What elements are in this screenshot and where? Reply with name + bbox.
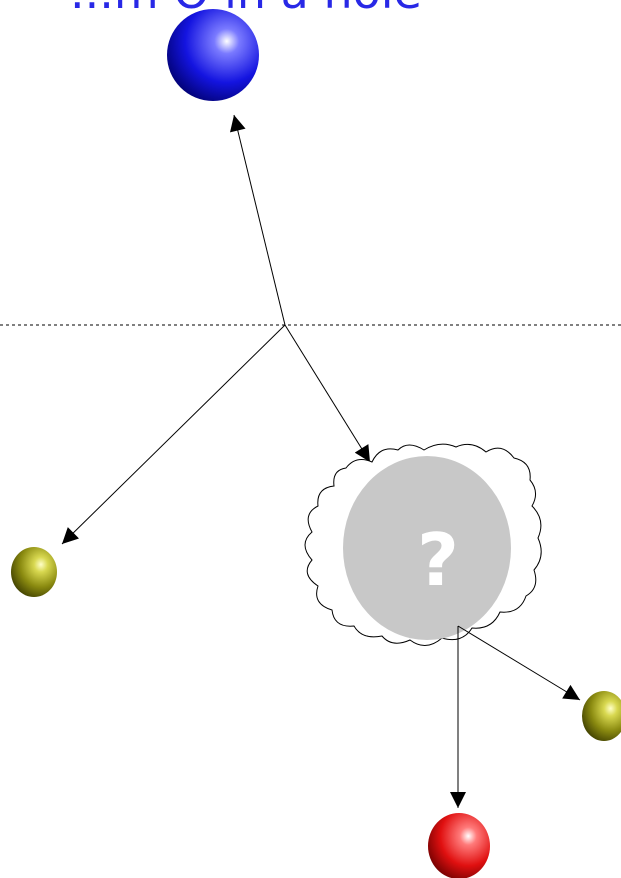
cloud-blob: ?	[304, 443, 542, 646]
olive-sphere-left	[11, 547, 57, 597]
question-mark: ?	[417, 518, 459, 602]
red-sphere	[428, 813, 490, 878]
title-fragment: ...m O in a hole	[70, 0, 422, 19]
arrow-to-blue-sphere	[230, 114, 286, 326]
arrow-to-left-olive-sphere	[61, 324, 286, 545]
blue-sphere	[167, 9, 259, 101]
arrow-to-blob	[284, 324, 371, 463]
blob-core	[343, 456, 511, 640]
olive-sphere-right	[582, 691, 621, 741]
arrow-to-right-olive-sphere	[457, 625, 581, 701]
